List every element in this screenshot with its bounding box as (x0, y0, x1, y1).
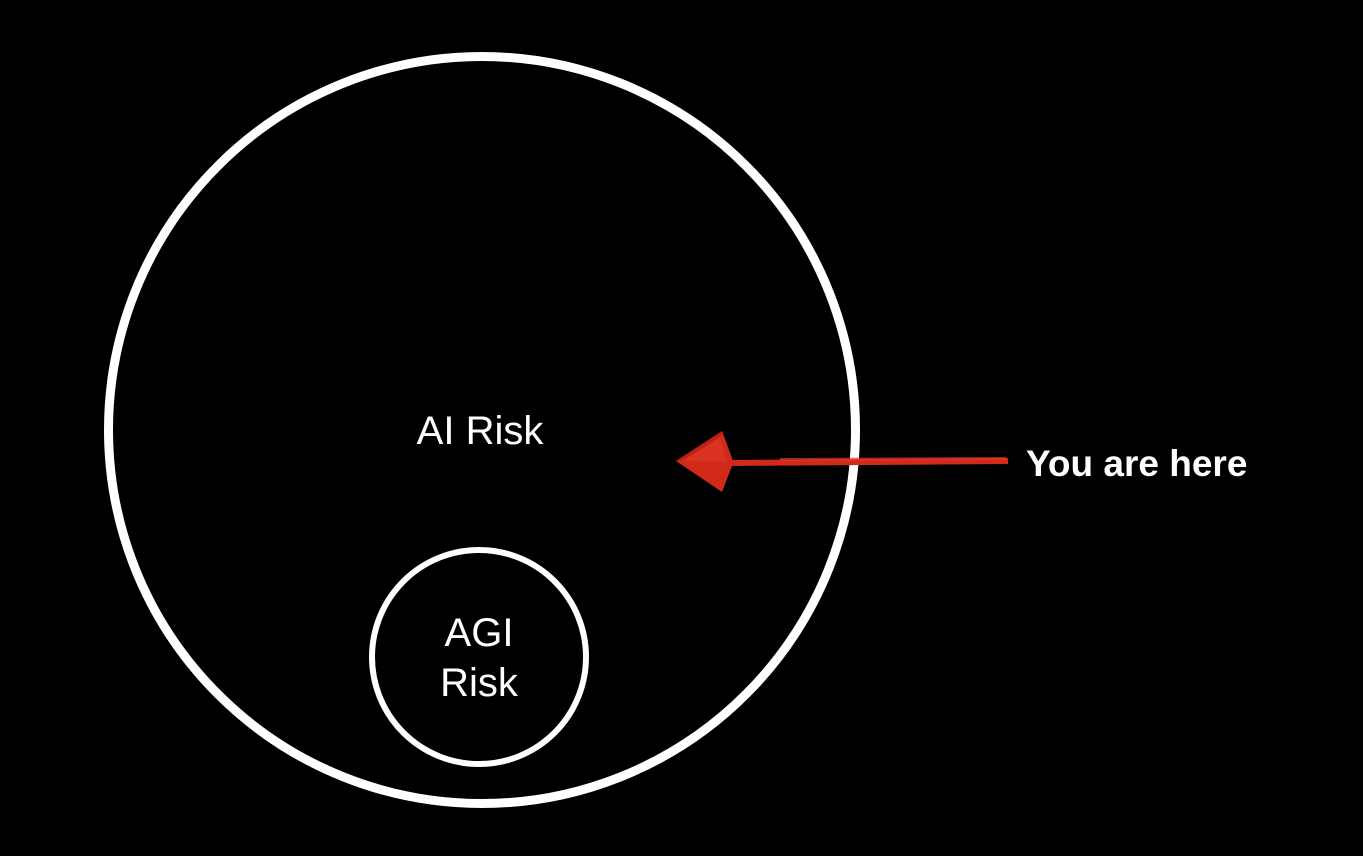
ai-risk-circle (104, 52, 860, 808)
agi-risk-label-line1: AGI (444, 611, 514, 655)
agi-risk-label: AGI Risk (379, 608, 579, 708)
agi-risk-circle (369, 547, 589, 767)
left-arrow-icon (676, 431, 1008, 492)
you-are-here-label: You are here (1026, 443, 1248, 484)
ai-risk-label: AI Risk (416, 409, 544, 453)
agi-risk-label-line2: Risk (440, 661, 518, 705)
arrow-shape (676, 431, 1008, 492)
